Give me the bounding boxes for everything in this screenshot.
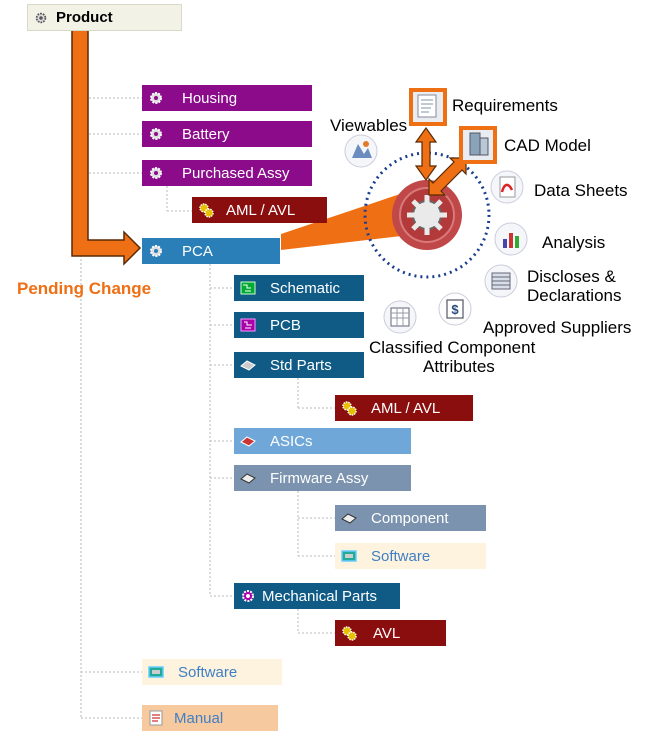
node-mechanical-parts[interactable]: Mechanical Parts	[234, 583, 400, 609]
gear-cluster-icon	[341, 400, 357, 416]
document-icon	[148, 710, 164, 726]
product-label: Product	[56, 9, 113, 26]
pending-change-label: Pending Change	[17, 279, 152, 298]
node-label: AVL	[373, 624, 401, 642]
node-purchased-assy[interactable]: Purchased Assy	[142, 160, 312, 186]
analysis-label: Analysis	[542, 233, 606, 252]
tree-lines	[80, 31, 335, 719]
gear-icon	[148, 90, 164, 106]
gear-icon	[34, 11, 48, 25]
analysis-icon[interactable]	[494, 222, 528, 256]
hub-gear-icon	[407, 195, 447, 235]
node-label: PCB	[270, 316, 301, 334]
node-label: Schematic	[270, 279, 341, 297]
approved-suppliers-label: Approved Suppliers	[483, 318, 632, 337]
node-label: Mechanical Parts	[262, 587, 378, 605]
chip-icon	[240, 433, 256, 449]
schematic-icon	[240, 280, 256, 296]
software-icon	[341, 548, 357, 564]
data-sheets-label: Data Sheets	[534, 181, 628, 200]
data-sheets-icon[interactable]	[490, 170, 524, 204]
node-std-parts[interactable]: Std Parts	[234, 352, 364, 378]
node-avl[interactable]: AVL	[335, 620, 446, 646]
part-icon	[341, 510, 357, 526]
node-label: ASICs	[270, 432, 313, 450]
gear-cluster-icon	[341, 625, 357, 641]
discloses-icon[interactable]	[484, 264, 518, 298]
gear-icon	[148, 126, 164, 142]
software-icon	[148, 664, 164, 680]
viewables-label: Viewables	[330, 116, 408, 135]
pending-change-arrow	[71, 15, 142, 266]
gear-icon	[148, 165, 164, 181]
node-label: Manual	[174, 709, 224, 727]
gear-cluster-icon	[198, 202, 214, 218]
cad-link-arrow	[428, 157, 467, 196]
viewables-icon[interactable]	[344, 134, 378, 168]
cad-model-label: CAD Model	[504, 136, 591, 155]
classified-component-label: Classified Component	[369, 338, 536, 357]
declarations-label: Declarations	[527, 286, 622, 305]
node-aml-avl-2[interactable]: AML / AVL	[335, 395, 473, 421]
discloses-label: Discloses &	[527, 267, 616, 286]
node-label: Housing	[182, 89, 238, 107]
node-label: Battery	[182, 125, 230, 143]
pcb-icon	[240, 317, 256, 333]
svg-text:$: $	[451, 302, 459, 317]
hub-ring	[363, 151, 491, 279]
approved-suppliers-icon[interactable]: $	[438, 292, 472, 326]
product-node[interactable]: Product	[27, 4, 182, 31]
node-asics[interactable]: ASICs	[234, 428, 411, 454]
requirements-icon[interactable]	[409, 88, 447, 126]
node-label: AML / AVL	[226, 201, 296, 219]
node-label: Software	[178, 663, 238, 681]
node-component[interactable]: Component	[335, 505, 486, 531]
node-pcb[interactable]: PCB	[234, 312, 364, 338]
node-label: Component	[371, 509, 449, 527]
requirements-label: Requirements	[452, 96, 558, 115]
node-label: Software	[371, 547, 431, 565]
gear-icon	[148, 243, 164, 259]
part-icon	[240, 470, 256, 486]
node-label: Purchased Assy	[182, 164, 290, 182]
gear-icon	[240, 588, 256, 604]
node-aml-avl-1[interactable]: AML / AVL	[192, 197, 327, 223]
node-label: Firmware Assy	[270, 469, 369, 487]
requirements-link-arrow	[414, 126, 438, 182]
node-manual[interactable]: Manual	[142, 705, 278, 731]
node-software-1[interactable]: Software	[335, 543, 486, 569]
node-firmware-assy[interactable]: Firmware Assy	[234, 465, 411, 491]
node-label: Std Parts	[270, 356, 332, 374]
node-software-2[interactable]: Software	[142, 659, 282, 685]
attributes-label: Attributes	[423, 357, 495, 376]
node-schematic[interactable]: Schematic	[234, 275, 364, 301]
cad-model-icon[interactable]	[459, 126, 497, 164]
part-icon	[240, 357, 256, 373]
node-battery[interactable]: Battery	[142, 121, 312, 147]
node-label: AML / AVL	[371, 399, 441, 417]
node-pca[interactable]: PCA	[142, 238, 280, 264]
node-housing[interactable]: Housing	[142, 85, 312, 111]
classified-attributes-icon[interactable]	[383, 300, 417, 334]
node-label: PCA	[182, 242, 213, 260]
